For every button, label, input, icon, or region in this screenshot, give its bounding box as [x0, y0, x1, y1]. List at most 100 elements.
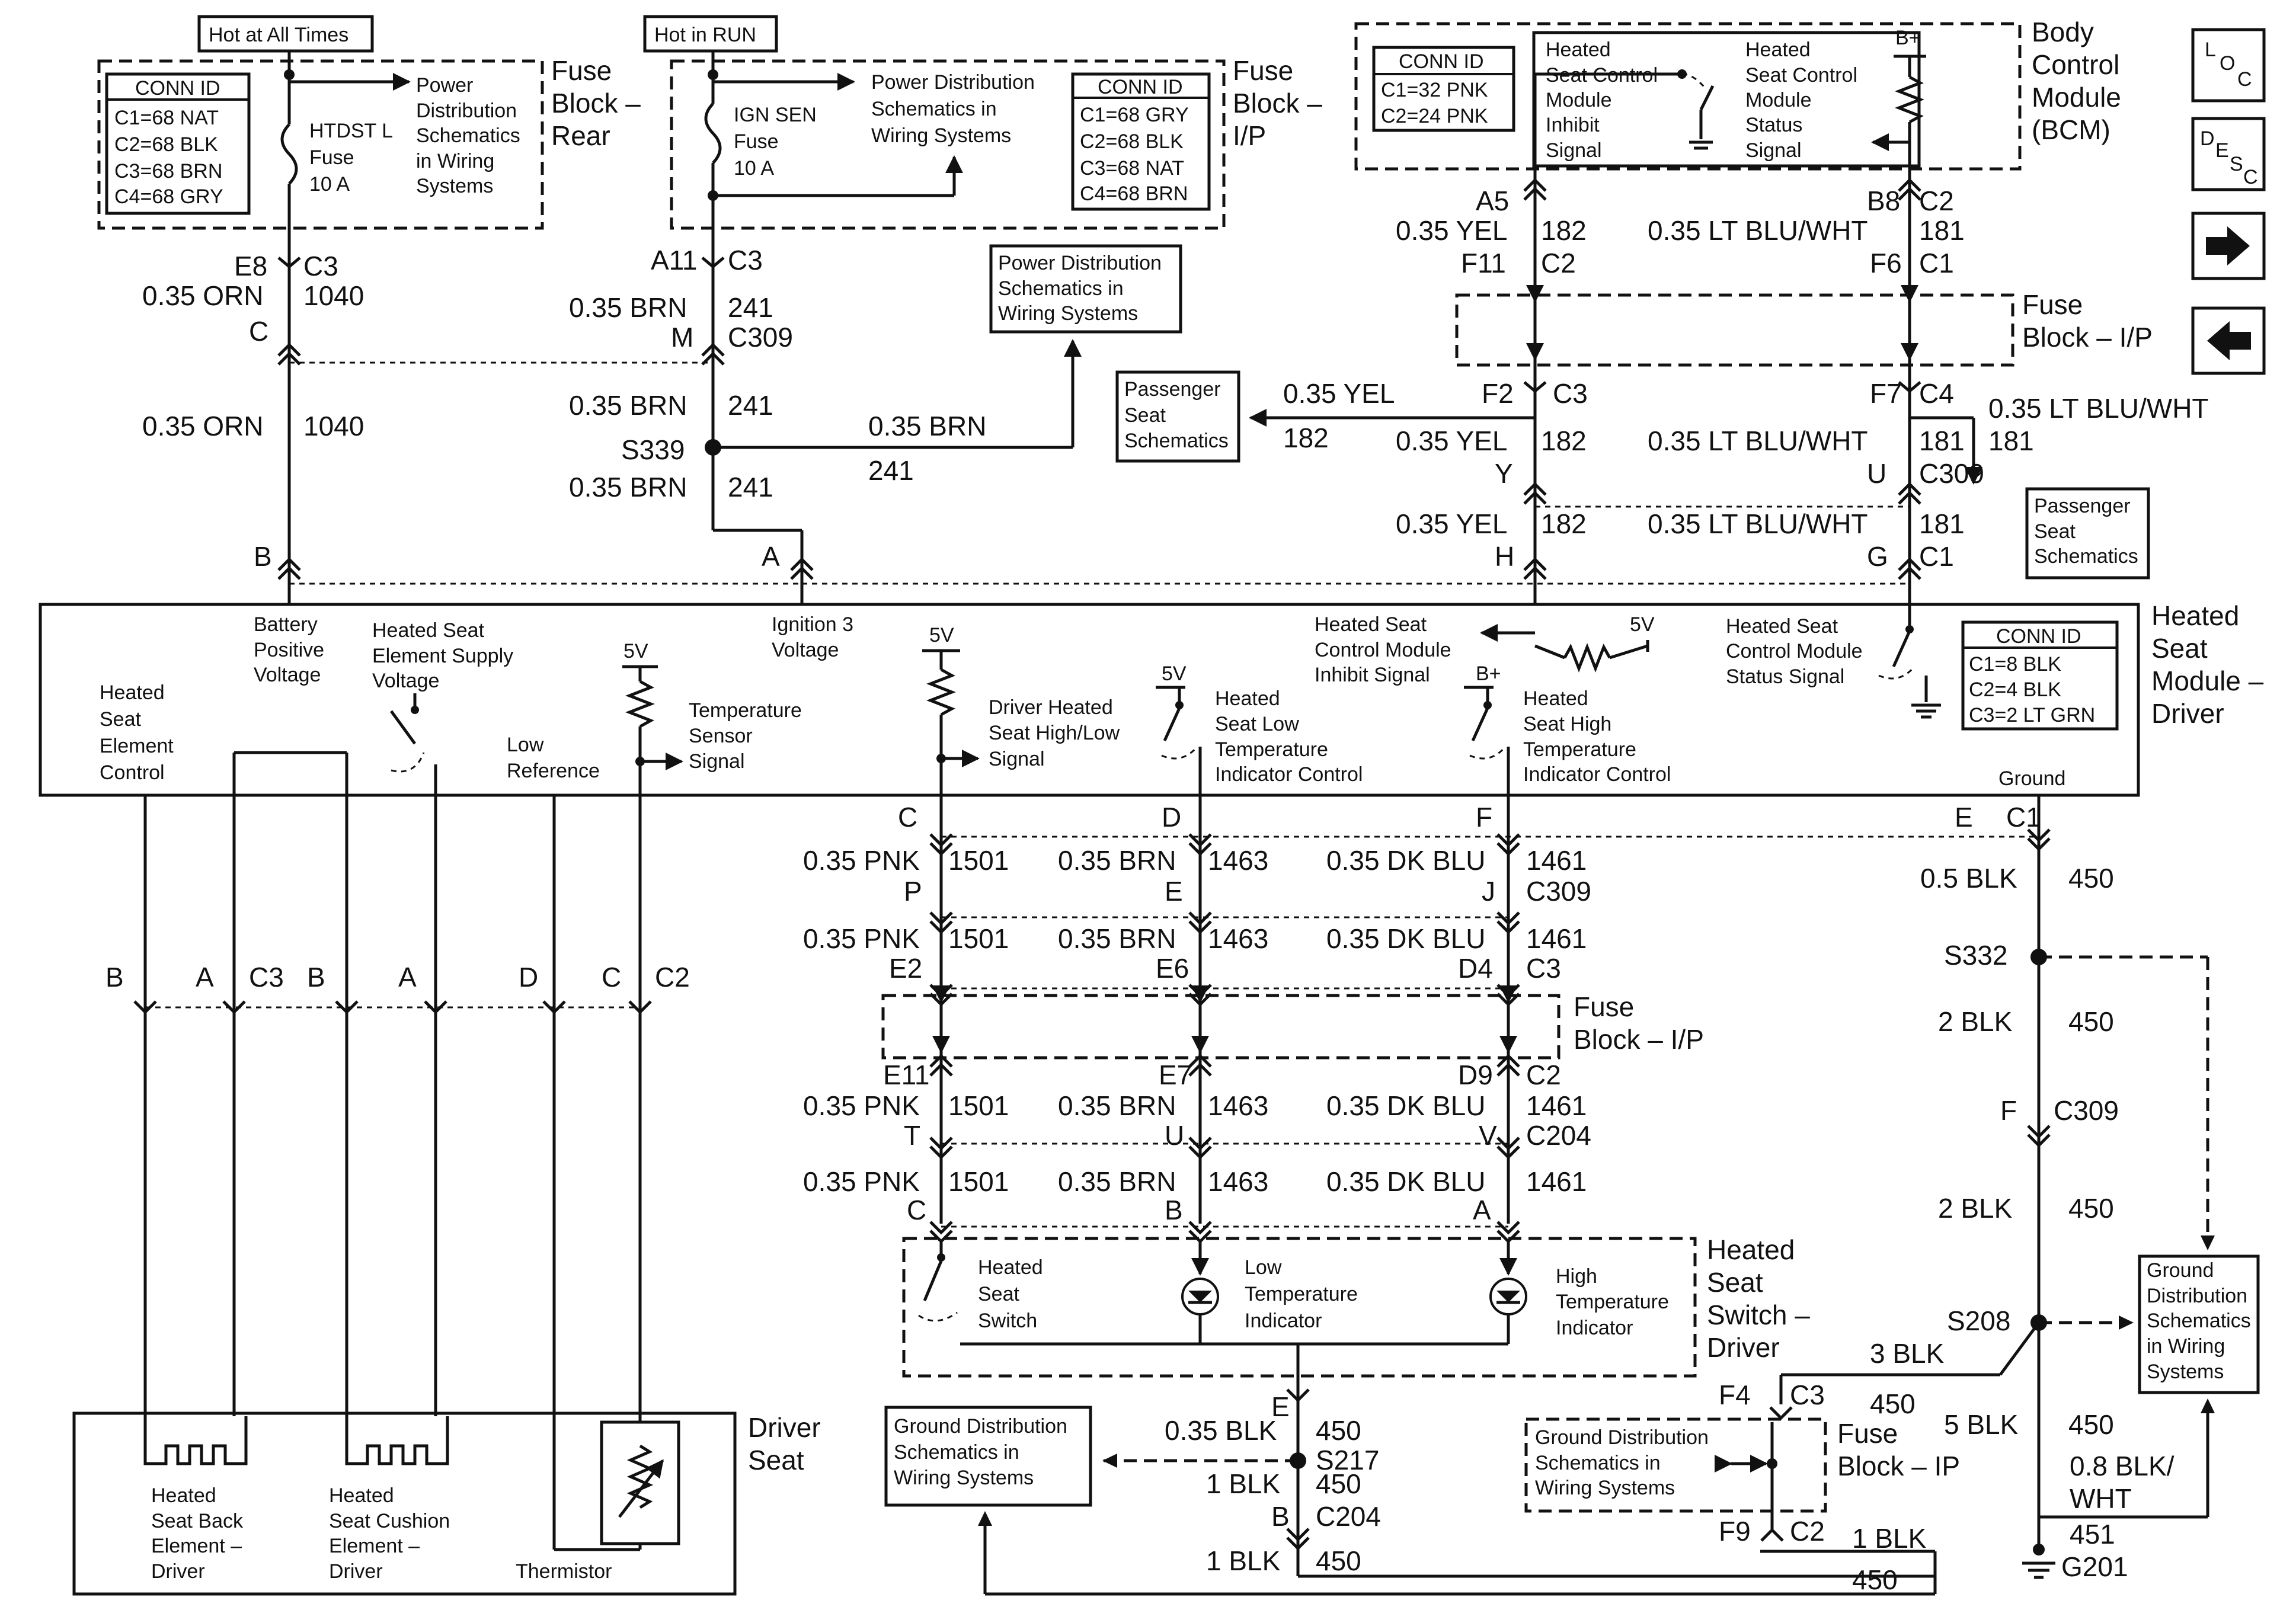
desc-icon-c: C	[2243, 166, 2258, 188]
wire-dkblu-4: 0.35 DK BLU	[1326, 1166, 1485, 1197]
bcm-inhibit-5: Signal	[1546, 139, 1602, 162]
pin-e11: E11	[883, 1060, 929, 1090]
v5-hl: 5V	[929, 624, 954, 646]
upper-wire-labels: E8 C3 0.35 ORN 1040 C 0.35 ORN 1040 B A1…	[142, 185, 2209, 572]
pass-seat-1-line1: Passenger	[1124, 378, 1221, 401]
seat-back-element-icon	[143, 1416, 248, 1465]
hsm-conn-c3: C3=2 LT GRN	[1969, 704, 2095, 726]
fuse-block-rear-title-3: Rear	[551, 120, 610, 151]
wire-ltbluwht-3: 0.35 LT BLU/WHT	[1648, 508, 1868, 539]
circuit-241-2: 241	[728, 390, 773, 421]
seat-cushion-4: Driver	[329, 1560, 383, 1583]
htdst-fuse-word: Fuse	[309, 146, 354, 169]
switch-sw-1: Heated	[978, 1256, 1043, 1279]
pin-d-hsm: D	[1162, 802, 1181, 833]
nav-desc-button[interactable]: D E S C	[2191, 117, 2266, 191]
hsm-highind-2: Seat High	[1523, 713, 1611, 735]
lower-center-labels: C D F E C1 0.35 PNK 1501 0.35 BRN 1463 0…	[803, 802, 2041, 1225]
rear-conn-id-box	[105, 72, 251, 215]
splice-s208: S208	[1947, 1305, 2010, 1336]
pd-box-line2: Schematics in	[998, 277, 1124, 300]
arrow-left-icon	[2207, 321, 2251, 360]
pin-f9: F9	[1719, 1516, 1751, 1547]
loc-icon-o: O	[2220, 52, 2235, 75]
seat-cushion-element-icon	[345, 1416, 449, 1465]
htdst-fuse-rating: 10 A	[309, 173, 350, 196]
hsm-conn-id-box	[1961, 620, 2119, 731]
circuit-1463-2: 1463	[1208, 923, 1268, 954]
fuse-block-rear-title-1: Fuse	[551, 55, 612, 86]
rear-pd-line4: in Wiring	[416, 150, 494, 172]
wire-ltbluwht-pass: 0.35 LT BLU/WHT	[1988, 393, 2209, 424]
wire-pnk-1: 0.35 PNK	[803, 845, 920, 876]
ip-conn-c1: C1=68 GRY	[1080, 104, 1189, 126]
switch-high-1: High	[1556, 1265, 1597, 1288]
circuit-451: 451	[2070, 1519, 2115, 1550]
desc-icon-s: S	[2230, 153, 2243, 175]
wire-blk1-b: 1 BLK	[1206, 1545, 1281, 1576]
splice-s332: S332	[1944, 940, 2007, 971]
hsm-drvhl-1: Driver Heated	[989, 696, 1113, 719]
ign-sen-fuse-word: Fuse	[734, 130, 779, 153]
seat-cushion-3: Element –	[329, 1535, 420, 1557]
circuit-450-2: 450	[2068, 1006, 2114, 1037]
gnd-dist-right-3: Schematics	[2147, 1310, 2251, 1332]
wire-blk05: 0.5 BLK	[1920, 863, 2017, 894]
switch-low-1: Low	[1245, 1256, 1282, 1279]
switch-high-2: Temperature	[1556, 1291, 1669, 1313]
rear-pd-line2: Distribution	[416, 100, 517, 122]
hsm-lowind-2: Seat Low	[1215, 713, 1299, 735]
rear-conn-c2: C2=68 BLK	[114, 133, 218, 156]
fuse-block-ip-dashed-2	[881, 994, 1560, 1060]
hsm-element-1: Heated	[100, 681, 165, 704]
body-control-module: CONN ID C1=32 PNK C2=24 PNK Heated Seat …	[1354, 17, 2121, 181]
switch-low-2: Temperature	[1245, 1283, 1358, 1305]
thermistor-label: Thermistor	[516, 1560, 612, 1583]
hsm-lowref-1: Low	[507, 734, 544, 756]
bcm-status-5: Signal	[1745, 139, 1802, 162]
pin-e7: E7	[1159, 1060, 1192, 1090]
pin-f-c309: F	[2000, 1095, 2017, 1126]
nav-forward-button[interactable]	[2191, 212, 2266, 280]
wire-blk035: 0.35 BLK	[1165, 1415, 1277, 1446]
splice-s339: S339	[621, 434, 685, 465]
hsm-supply-1: Heated Seat	[372, 619, 485, 642]
pass-seat-2-line2: Seat	[2034, 520, 2076, 543]
nav-loc-button[interactable]: L O C	[2191, 28, 2266, 103]
wire-brn-1463-4: 0.35 BRN	[1058, 1166, 1176, 1197]
circuit-450-4: 450	[1870, 1388, 1916, 1419]
wire-brn-1463-3: 0.35 BRN	[1058, 1090, 1176, 1121]
hsm-ign3-2: Voltage	[772, 639, 839, 661]
ip-pd-line2: Schematics in	[871, 98, 997, 120]
pin-f11: F11	[1461, 248, 1506, 279]
conn-c3-ip-gnd: C3	[1790, 1379, 1825, 1410]
bcm-title-2: Control	[2032, 49, 2119, 80]
desc-icon-e: E	[2215, 139, 2229, 162]
seat-cushion-1: Heated	[329, 1484, 394, 1507]
wire-blk08-1: 0.8 BLK/	[2070, 1451, 2175, 1481]
hsm-conn-c1: C1=8 BLK	[1969, 653, 2061, 676]
fuse-block-ip-dashed-1	[1455, 293, 2014, 367]
pin-b-hsm: B	[254, 541, 272, 572]
conn-c4: C4	[1919, 378, 1954, 409]
circuit-1501-1: 1501	[948, 845, 1009, 876]
power-distribution-box: Power Distribution Schematics in Wiring …	[989, 244, 1182, 334]
hsm-highind-3: Temperature	[1523, 738, 1636, 761]
hsm-title-3: Module –	[2151, 665, 2264, 696]
bcm-bplus: B+	[1895, 27, 1921, 49]
conn-c2-bcm-b: C2	[1919, 185, 1954, 216]
pin-b8: B8	[1867, 185, 1900, 216]
low-ind-switch-icon	[1163, 707, 1181, 742]
circuit-1040-1: 1040	[303, 280, 364, 311]
fuse-block-ip-2-title-2: Block – I/P	[1574, 1024, 1704, 1055]
circuit-1463-1: 1463	[1208, 845, 1268, 876]
wire-orn-2: 0.35 ORN	[142, 411, 264, 441]
bcm-title-4: (BCM)	[2032, 114, 2110, 145]
nav-back-button[interactable]	[2191, 306, 2266, 375]
thermistor-box	[600, 1420, 680, 1545]
gnd-dist-left-2: Schematics in	[894, 1441, 1019, 1464]
switch-title-4: Driver	[1707, 1332, 1780, 1363]
hsm-tempsens-1: Temperature	[689, 699, 802, 722]
ground-circuits: E 0.35 BLK 450 S217 1 BLK 450 B C204 1 B…	[884, 795, 2260, 1596]
circuit-450-c: 450	[1316, 1545, 1361, 1576]
